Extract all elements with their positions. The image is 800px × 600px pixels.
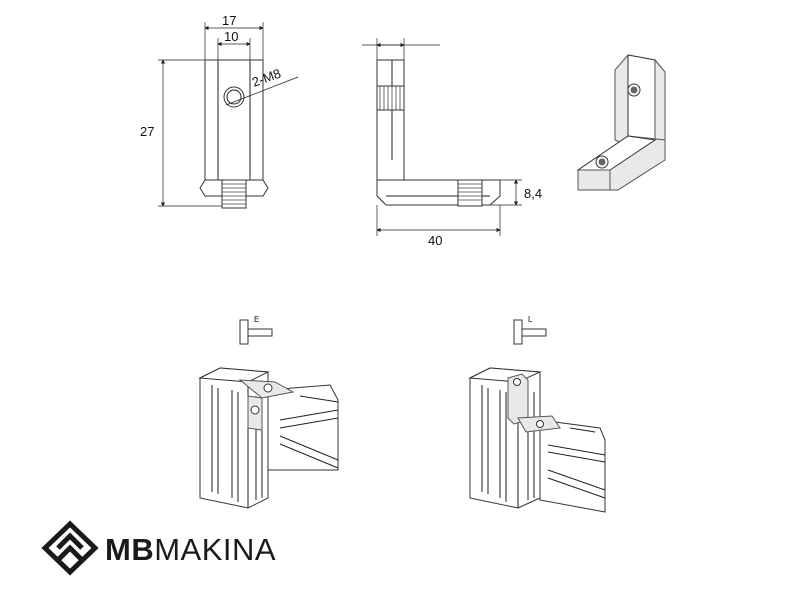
front-view: 17 10 27 2-M8 — [140, 13, 299, 209]
symbol-l: L — [513, 315, 547, 345]
symbol-l-label: L — [528, 315, 533, 324]
mb-logo-icon — [41, 520, 99, 576]
front-thread-lines — [222, 183, 246, 205]
symbol-e-label: E — [254, 315, 259, 324]
assembly-left — [198, 367, 339, 509]
front-body — [204, 59, 264, 181]
dim-17-label: 17 — [222, 13, 236, 28]
side-thread-vertical — [376, 85, 405, 111]
isometric-bracket — [576, 54, 666, 191]
side-view: 8,4 40 — [362, 38, 542, 248]
brand-name-bold: MB — [105, 532, 154, 567]
side-vertical-leg — [376, 59, 405, 181]
dim-8-4-label: 8,4 — [524, 186, 542, 201]
symbol-e: E — [239, 315, 273, 345]
dim-10-label: 10 — [224, 29, 238, 44]
assembly-right — [468, 367, 606, 513]
dim-27-label: 27 — [140, 124, 154, 139]
brand-logo: MBMAKINA — [41, 520, 276, 576]
brand-name-light: MAKINA — [154, 532, 276, 567]
svg-text:MBMAKINA: MBMAKINA — [105, 532, 276, 567]
dim-40-label: 40 — [428, 233, 442, 248]
front-thread-block — [221, 179, 247, 209]
